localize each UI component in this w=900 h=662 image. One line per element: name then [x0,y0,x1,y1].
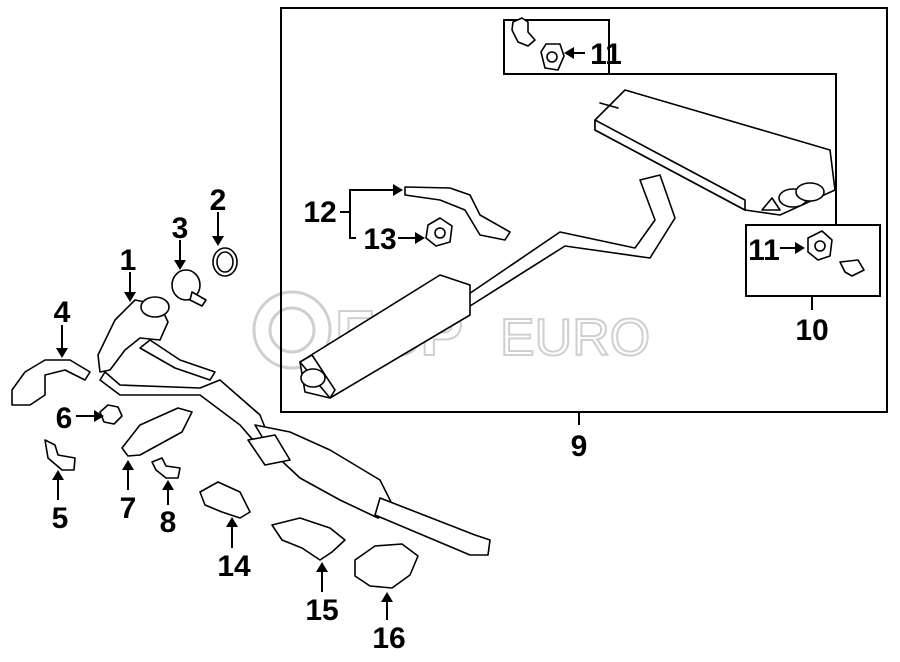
callout-14: 14 [217,550,251,583]
clamp [171,269,207,307]
hanger-bracket [404,186,511,241]
callout-12: 12 [303,196,336,229]
callout-16: 16 [372,622,405,655]
gasket-ring [212,247,238,277]
bolt-5 [44,439,76,471]
callout-15: 15 [305,594,338,627]
heat-shield-15 [271,517,346,561]
rear-muffler [594,89,836,216]
callout-6: 6 [56,402,73,435]
heat-shield-4 [11,359,91,406]
callout-2: 2 [210,184,227,217]
callout-8: 8 [160,506,177,539]
gasket-7 [121,407,193,457]
bolt-8 [151,457,181,479]
heat-shield-14 [199,481,251,519]
callout-4: 4 [54,296,71,329]
callout-3: 3 [172,212,189,245]
heat-shield-16 [354,543,419,589]
catalytic-converter [247,424,491,556]
callout-13: 13 [363,223,396,256]
rubber-isolator-11-upper [511,17,565,71]
callout-11-lower: 11 [748,234,780,267]
rubber-isolator-13 [425,217,453,247]
center-resonator [299,274,471,399]
callout-7: 7 [120,492,137,525]
leader-lines [52,47,805,620]
hanger-kit-box-upper [503,19,610,75]
callout-9: 9 [571,430,588,463]
front-pipe-assembly [97,296,271,449]
nut [99,404,123,425]
watermark-brand-b: EURO [500,309,650,367]
rear-assembly-frame [280,7,888,413]
rubber-isolator-11-lower [807,230,865,277]
callout-1: 1 [120,244,137,277]
callout-11-upper: 11 [590,38,622,71]
callout-5: 5 [52,502,69,535]
intermediate-pipe [459,174,676,307]
callout-10: 10 [795,314,828,347]
